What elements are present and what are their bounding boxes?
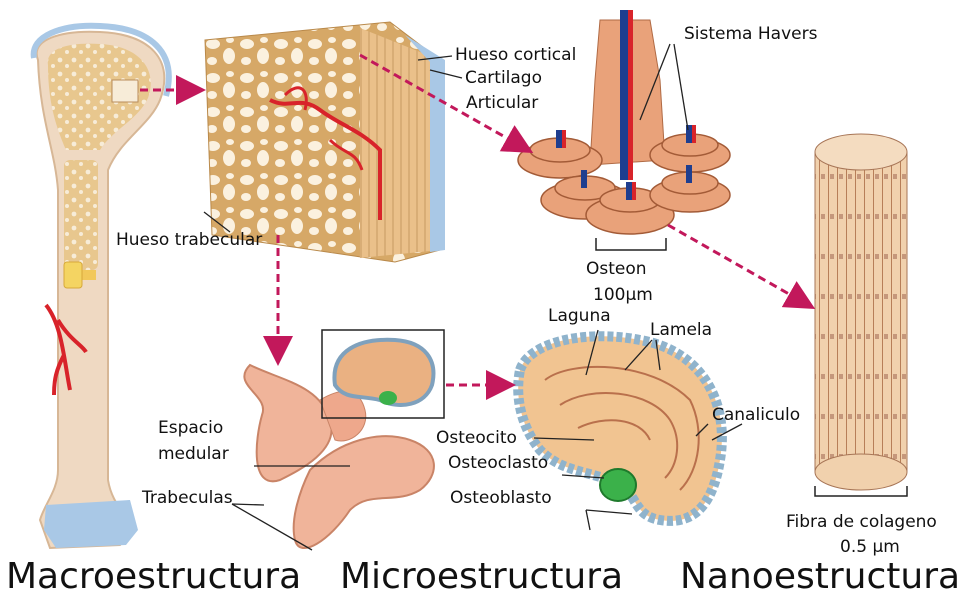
label-sistema-havers: Sistema Havers: [684, 24, 817, 44]
caption-nanoestructura: Nanoestructura: [680, 557, 960, 597]
label-osteoclasto: Osteoclasto: [448, 453, 548, 473]
label-fibra-colageno: Fibra de colageno: [786, 512, 937, 532]
label-osteon-scale: 100µm: [593, 285, 653, 305]
label-cartilago: Cartilago: [465, 68, 542, 88]
long-bone: [34, 26, 169, 548]
label-osteoblasto: Osteoblasto: [450, 488, 552, 508]
label-fibra-scale: 0.5 µm: [840, 537, 900, 557]
label-osteocito: Osteocito: [436, 428, 517, 448]
label-hueso-cortical: Hueso cortical: [455, 45, 576, 65]
label-espacio-medular-2: medular: [158, 444, 229, 464]
caption-microestructura: Microestructura: [340, 557, 623, 597]
label-lamela: Lamela: [650, 320, 712, 340]
label-osteon: Osteon: [586, 259, 647, 279]
label-laguna: Laguna: [548, 306, 611, 326]
trabeculae: [244, 330, 444, 548]
label-hueso-trabecular: Hueso trabecular: [116, 230, 262, 250]
collagen-fiber-bundle: [815, 134, 907, 496]
label-espacio-medular-1: Espacio: [158, 418, 223, 438]
bone-block: [205, 22, 445, 262]
label-articular: Articular: [466, 93, 538, 113]
label-canaliculo: Canaliculo: [712, 405, 800, 425]
caption-macroestructura: Macroestructura: [6, 557, 301, 597]
label-trabeculas: Trabeculas: [142, 488, 233, 508]
